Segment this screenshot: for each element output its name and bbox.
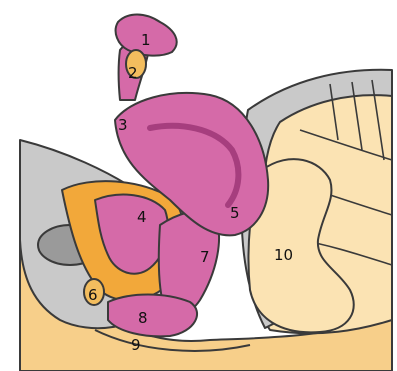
label-4: 4 bbox=[137, 208, 147, 226]
label-2: 2 bbox=[128, 64, 138, 82]
label-5: 5 bbox=[230, 204, 240, 222]
label-1: 1 bbox=[141, 31, 151, 49]
label-7: 7 bbox=[200, 248, 210, 266]
perineum bbox=[108, 295, 197, 337]
label-3: 3 bbox=[118, 116, 128, 134]
label-10: 10 bbox=[274, 246, 293, 264]
label-9: 9 bbox=[131, 336, 141, 354]
label-8: 8 bbox=[138, 309, 148, 327]
label-6: 6 bbox=[88, 286, 98, 304]
